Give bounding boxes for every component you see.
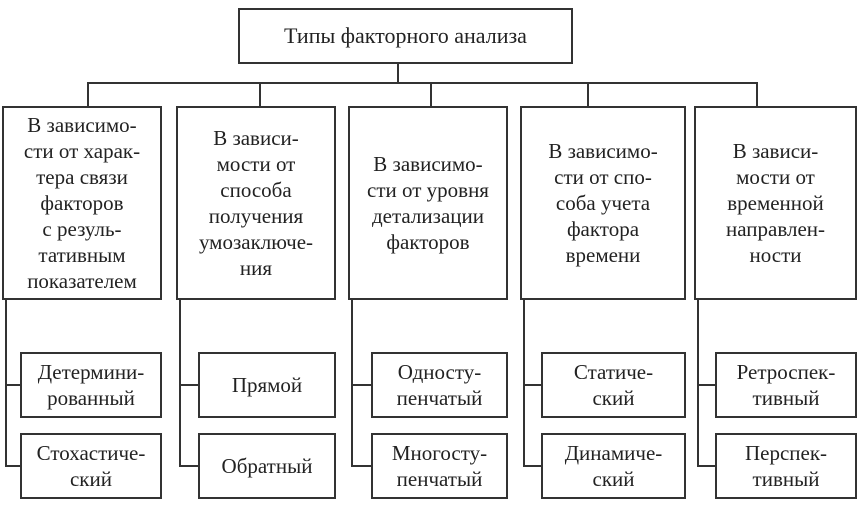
tick-2b xyxy=(179,465,200,467)
type-label: Многосту- пенчатый xyxy=(391,441,488,491)
type-node-4a: Статиче- ский xyxy=(541,352,686,418)
type-node-3b: Многосту- пенчатый xyxy=(371,433,508,499)
type-label: Детермини- рованный xyxy=(37,360,145,410)
type-label: Перспек- тивный xyxy=(744,441,828,491)
trunk-2 xyxy=(179,298,181,466)
drop-1 xyxy=(87,82,89,107)
tick-5a xyxy=(697,384,717,386)
tick-3a xyxy=(351,384,373,386)
trunk-3 xyxy=(351,298,353,466)
tick-1b xyxy=(5,465,22,467)
type-label: Статиче- ский xyxy=(573,360,654,410)
drop-2 xyxy=(259,82,261,107)
root-label: Типы факторного анализа xyxy=(284,23,527,48)
type-label: Односту- пенчатый xyxy=(396,360,483,410)
category-label: В зависи- мости от способа получения умо… xyxy=(198,126,314,280)
trunk-5 xyxy=(697,298,699,466)
category-node-1: В зависимо- сти от харак- тера связи фак… xyxy=(2,106,162,300)
category-label: В зависимо- сти от харак- тера связи фак… xyxy=(23,113,141,293)
root-connector xyxy=(397,64,399,83)
category-node-4: В зависимо- сти от спо- соба учета факто… xyxy=(520,106,686,300)
type-node-1a: Детермини- рованный xyxy=(20,352,162,418)
tick-4a xyxy=(523,384,543,386)
type-node-2a: Прямой xyxy=(198,352,336,418)
type-node-1b: Стохастиче- ский xyxy=(20,433,162,499)
type-label: Стохастиче- ский xyxy=(36,441,146,491)
category-label: В зависи- мости от временной направлен- … xyxy=(725,139,825,267)
trunk-1 xyxy=(5,298,7,466)
trunk-4 xyxy=(523,298,525,466)
type-node-3a: Односту- пенчатый xyxy=(371,352,508,418)
tick-2a xyxy=(179,384,200,386)
category-label: В зависимо- сти от уровня детализации фа… xyxy=(367,152,489,254)
tick-3b xyxy=(351,465,373,467)
type-node-4b: Динамиче- ский xyxy=(541,433,686,499)
drop-5 xyxy=(756,82,758,107)
type-label: Обратный xyxy=(221,454,313,478)
tick-4b xyxy=(523,465,543,467)
drop-4 xyxy=(587,82,589,107)
category-node-3: В зависимо- сти от уровня детализации фа… xyxy=(348,106,508,300)
type-node-5a: Ретроспек- тивный xyxy=(715,352,857,418)
type-node-2b: Обратный xyxy=(198,433,336,499)
drop-3 xyxy=(430,82,432,107)
type-node-5b: Перспек- тивный xyxy=(715,433,857,499)
type-label: Ретроспек- тивный xyxy=(736,360,836,410)
tick-1a xyxy=(5,384,22,386)
type-label: Динамиче- ский xyxy=(564,441,663,491)
type-label: Прямой xyxy=(231,373,303,397)
root-node: Типы факторного анализа xyxy=(238,8,573,64)
horizontal-bus xyxy=(87,82,758,84)
category-label: В зависимо- сти от спо- соба учета факто… xyxy=(548,139,658,267)
category-node-5: В зависи- мости от временной направлен- … xyxy=(694,106,857,300)
tick-5b xyxy=(697,465,717,467)
category-node-2: В зависи- мости от способа получения умо… xyxy=(176,106,336,300)
